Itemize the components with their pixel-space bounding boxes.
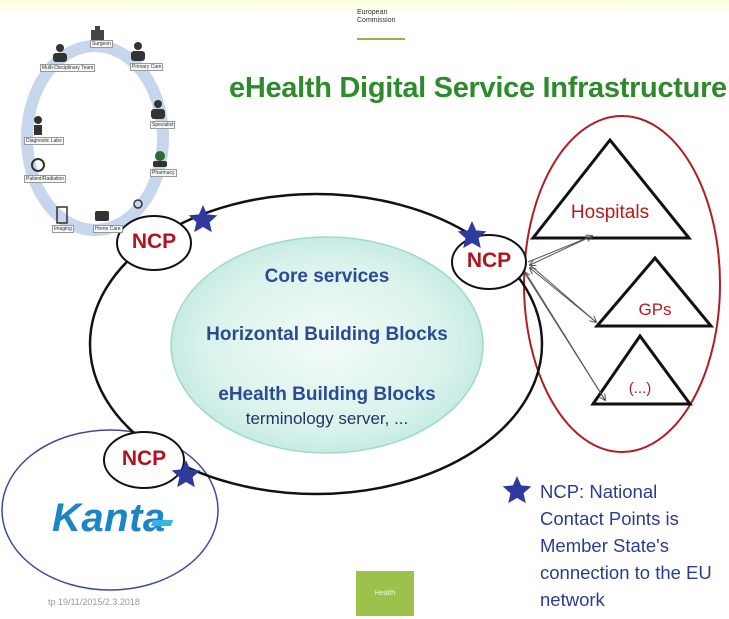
page-title: eHealth Digital Service Infrastructure <box>229 72 727 104</box>
hospitals-label: Hospitals <box>570 202 650 223</box>
ncp-label-kanta: NCP <box>121 447 167 470</box>
eu-network-ellipse <box>88 192 544 496</box>
other-triangle <box>590 333 693 406</box>
horizontal-building-blocks-label: Horizontal Building Blocks <box>206 324 448 345</box>
ncp-oval-kanta <box>103 431 185 489</box>
gps-triangle <box>593 255 715 328</box>
wheel-label-diagnostic-labs: Diagnostic Labs <box>24 137 64 145</box>
ncp-legend: NCP: National Contact Points is Member S… <box>540 481 712 610</box>
ncp-label-member-state: NCP <box>466 249 512 272</box>
hospitals-triangle <box>529 137 693 240</box>
wheel-label-surgeon: Surgeon <box>90 40 113 48</box>
wheel-label-mdt: Multi-Disciplinary Team <box>40 64 96 72</box>
star-icon <box>502 476 532 504</box>
wheel-label-home-care: Home Care <box>93 225 123 233</box>
core-services-label: Core services <box>264 266 390 287</box>
wheel-label-primary-care: Primary Care <box>130 63 164 71</box>
star-icon <box>171 460 201 488</box>
ncp-oval-finland-top <box>116 215 192 271</box>
star-icon <box>188 205 218 233</box>
wheel-label-patient-radiation: Patient/Radiation <box>24 175 67 183</box>
core-services-ellipse <box>170 236 484 454</box>
kanta-logo-accent <box>150 520 174 526</box>
star-icon <box>457 221 487 249</box>
ncp-oval-member-state <box>451 234 527 290</box>
connection-arrows <box>524 236 605 400</box>
wheel-label-specialist: Specialist <box>150 121 176 129</box>
ec-line1: European <box>357 9 388 16</box>
care-wheel-icons <box>31 26 167 224</box>
other-providers-label: (...) <box>628 380 652 397</box>
wheel-label-pharmacy: Pharmacy <box>150 169 177 177</box>
wheel-label-imaging: Imaging <box>52 225 74 233</box>
ec-underline <box>357 38 405 40</box>
top-bar <box>0 0 729 14</box>
european-commission-logo: European Commission <box>357 9 396 25</box>
kanta-logo: Kanta <box>52 496 166 540</box>
ec-line2: Commission <box>357 17 396 24</box>
footer-date: tp 19/11/2015/2.3.2018 <box>48 597 140 607</box>
terminology-server-label: terminology server, ... <box>245 409 409 428</box>
ehealth-building-blocks-label: eHealth Building Blocks <box>218 384 436 405</box>
gps-label: GPs <box>638 300 672 319</box>
health-badge: Health <box>356 571 414 616</box>
ncp-label-top: NCP <box>131 230 177 253</box>
